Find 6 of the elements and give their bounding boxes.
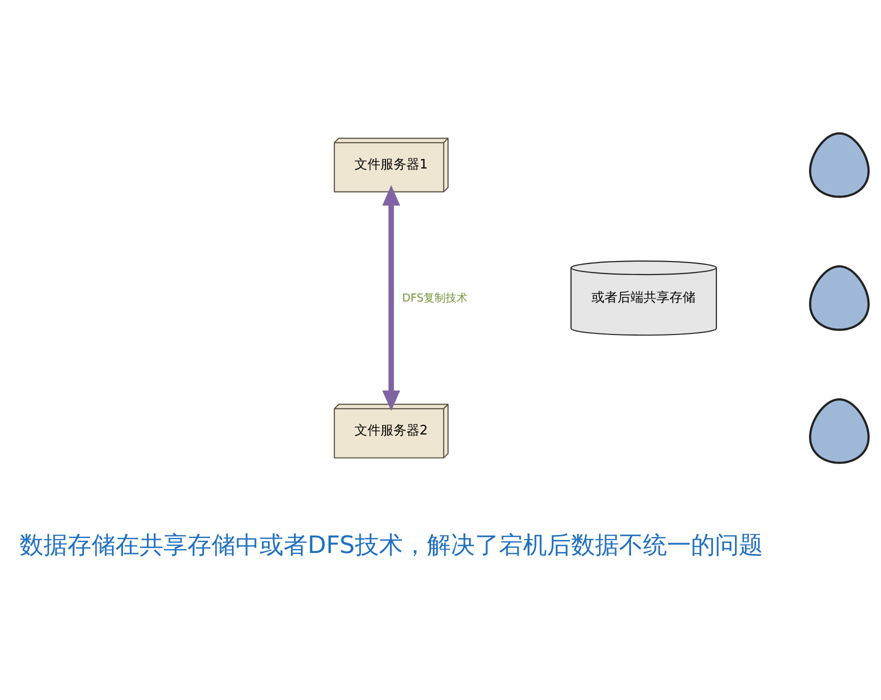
edge-label: DFS复制技术 xyxy=(402,291,468,304)
node-person xyxy=(808,132,870,198)
arrow xyxy=(382,185,400,411)
node-person xyxy=(808,398,870,464)
label: 数据存储在共享存储中或者DFS技术，解决了宕机后数据不统一的问题 xyxy=(19,531,762,560)
node-person xyxy=(808,265,870,331)
